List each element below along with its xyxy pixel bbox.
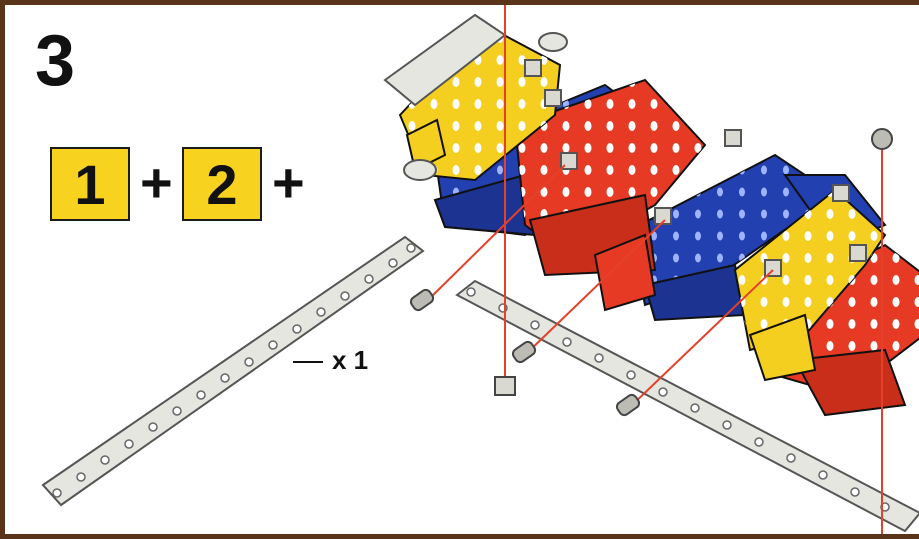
nut-icon: [765, 260, 781, 276]
bolt-icon: [872, 129, 892, 149]
quantity-leader-line: [293, 361, 323, 363]
nut-icon: [850, 245, 866, 261]
bolt-icon: [409, 288, 435, 312]
nut-icon: [725, 130, 741, 146]
bolt-icon: [511, 340, 537, 364]
nut-icon: [495, 377, 515, 395]
nut-icon: [833, 185, 849, 201]
quantity-label: x 1: [332, 345, 368, 376]
plus-sign: +: [140, 149, 173, 217]
step-number: 3: [35, 25, 73, 97]
step-ref-2: 2: [182, 147, 262, 221]
plus-sign: +: [272, 149, 305, 217]
nut-icon: [525, 60, 541, 76]
nut-icon: [545, 90, 561, 106]
bolt-icon: [615, 393, 641, 417]
step-ref-1: 1: [50, 147, 130, 221]
assembly-illustration: [5, 5, 919, 539]
